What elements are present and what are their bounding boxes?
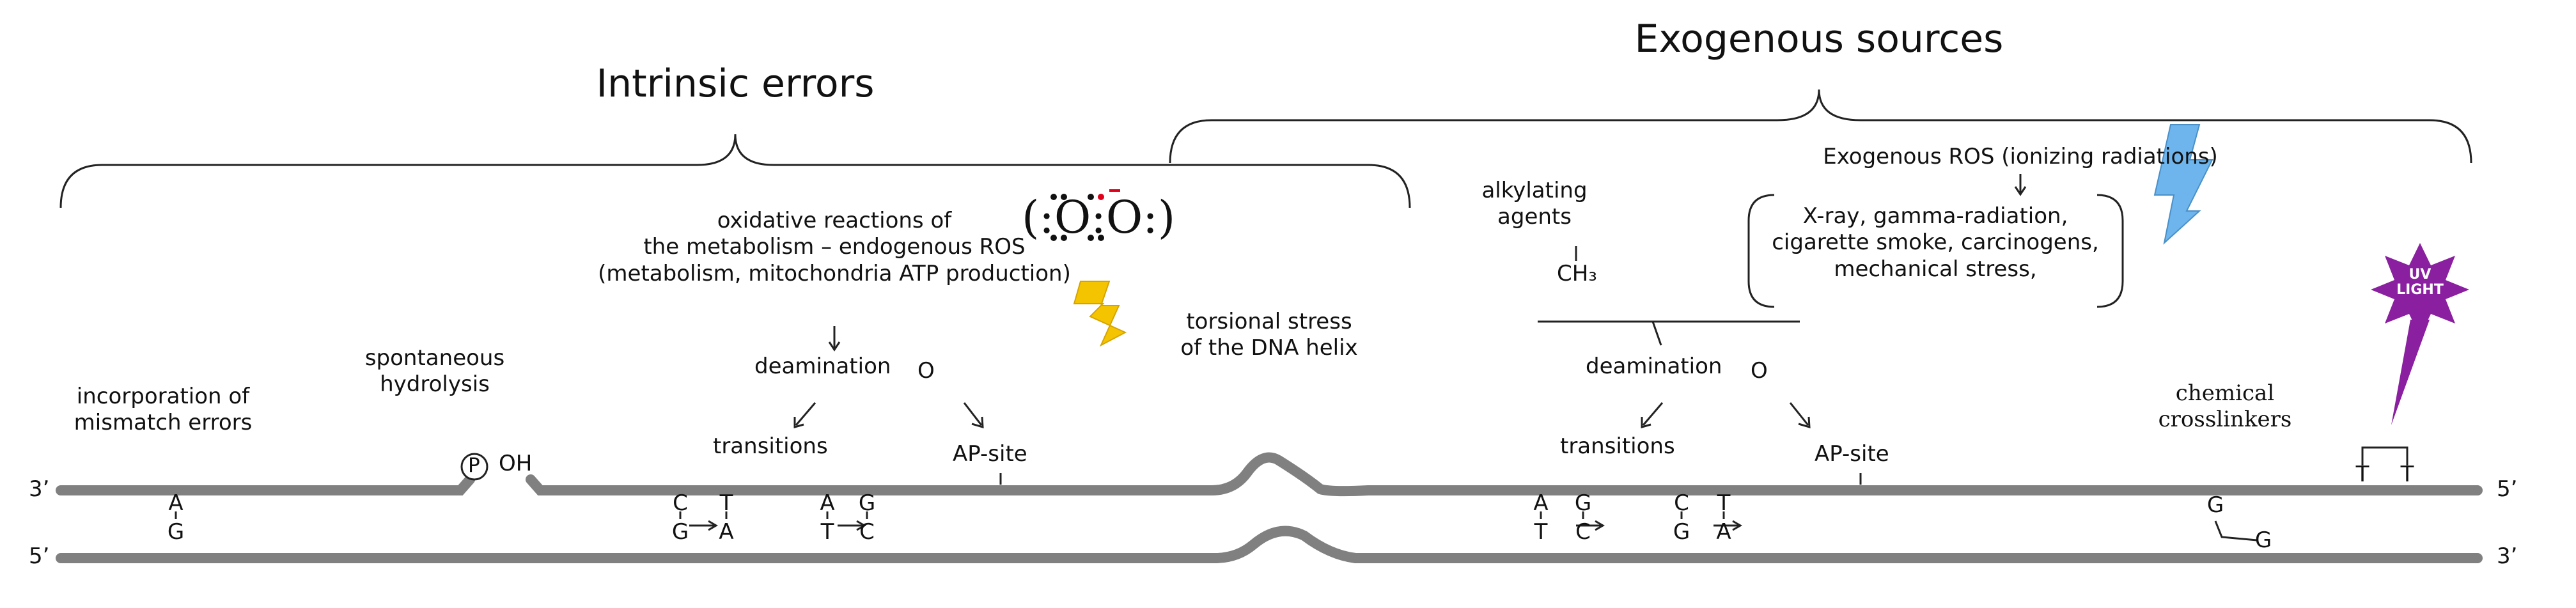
label-uv-line2: LIGHT [2396,282,2444,299]
label-oxidative-line2: the metabolism – endogenous ROS [643,234,1026,260]
crosslink-bond [2214,520,2258,542]
base-transition-r-a-4: A [1716,519,1731,545]
strand-bottom-right-end: 3’ [2497,543,2518,569]
label-uv-line1: UV [2408,267,2432,283]
base-transition-r-a-2: G [1673,519,1690,545]
label-oxidative-line1: oxidative reactions of [717,208,952,233]
label-oxygen-left: O [917,358,935,384]
base-bonds [175,511,1725,519]
exo-list-bracket [1747,194,2124,308]
label-oxidative-line3: (metabolism, mitochondria ATP production… [598,260,1071,286]
arrows [689,174,2027,531]
base-dimer-right: T [2400,462,2414,487]
base-dimer-left: T [2355,462,2369,487]
heading-exogenous-sources: Exogenous sources [1634,17,2004,61]
base-transition-r-a-3: T [1717,490,1731,516]
base-transition-a-1: C [673,490,688,516]
alkylation-bar-stem [1651,321,1662,346]
dna-strand-bottom [56,526,2483,563]
base-transition-b-1: A [820,490,835,516]
lightning-bolt-yellow [1073,281,1127,347]
label-exogenous-list: X-ray, gamma-radiation, cigarette smoke,… [1772,203,2099,283]
base-transition-r-a-1: C [1674,490,1689,516]
base-crosslink-bottom: G [2254,527,2272,553]
label-transitions-left: transitions [713,433,828,459]
label-uv-light: UV LIGHT [2396,267,2444,298]
uv-light-star [2371,243,2469,336]
label-alkylating-line1: alkylating [1481,178,1588,203]
heading-intrinsic-errors: Intrinsic errors [596,61,875,106]
label-torsional-line2: of the DNA helix [1180,335,1358,361]
label-alkylating-line2: agents [1497,204,1572,230]
label-deamination-right: deamination [1586,354,1722,379]
base-mismatch-top: A [168,490,183,516]
base-transition-a-2: G [671,519,689,545]
base-transition-a-4: A [719,519,734,545]
label-oxidative-reactions: oxidative reactions of the metabolism – … [598,208,1071,287]
base-mismatch-bottom: G [167,519,185,545]
label-deamination-left: deamination [754,354,891,379]
label-mismatch-line1: incorporation of [76,384,250,409]
dna-strand-top [56,452,2483,497]
label-alkylating-agents: alkylating agents [1481,178,1587,231]
base-transition-r-b-4: C [1575,519,1591,545]
label-mismatch: incorporation of mismatch errors [74,384,253,437]
label-exo-list-line1: X-ray, gamma-radiation, [1802,203,2068,229]
base-crosslink-top: G [2206,492,2224,518]
label-ap-site-left: AP-site [953,441,1027,467]
label-hydrolysis-line1: spontaneous [364,345,505,371]
base-transition-r-b-3: G [1574,490,1592,516]
label-phosphate: P [468,454,480,477]
thymine-dimer-bracket [2361,446,2408,465]
label-hydroxyl: OH [499,451,533,476]
label-torsional-stress: torsional stress of the DNA helix [1180,309,1357,362]
strand-bottom-left-end: 5’ [29,543,50,569]
base-transition-b-3: G [858,490,876,516]
phosphate-circle [460,453,488,481]
superoxide-electrons [1050,189,1120,241]
base-transition-r-b-2: T [1534,519,1548,545]
uv-light-ray [2391,320,2430,425]
label-torsional-line1: torsional stress [1186,309,1352,334]
label-chemical-crosslinkers: chemical crosslinkers [2158,380,2292,433]
label-crosslinkers-line2: crosslinkers [2158,407,2292,433]
label-hydrolysis: spontaneous hydrolysis [365,345,504,398]
base-transition-b-4: C [859,519,875,545]
brace-exogenous [1169,89,2472,164]
base-transition-b-2: T [820,519,834,545]
lightning-bolt-blue [2153,124,2213,245]
label-mismatch-line2: mismatch errors [74,410,253,436]
label-exo-list-line3: mechanical stress, [1834,256,2037,282]
label-exo-list-line2: cigarette smoke, carcinogens, [1772,230,2099,256]
label-ap-site-right: AP-site [1815,441,1889,467]
label-superoxide: (:O:O:) [1022,191,1176,244]
label-oxygen-right: O [1751,358,1768,384]
strand-top-left-end: 3’ [29,476,50,502]
label-hydrolysis-line2: hydrolysis [380,371,490,398]
label-transitions-right: transitions [1560,433,1675,459]
brace-intrinsic [59,134,1411,208]
label-crosslinkers-line1: chemical [2175,380,2275,406]
strand-top-right-end: 5’ [2497,476,2518,502]
label-exogenous-ros: Exogenous ROS (ionizing radiations) [1823,144,2218,169]
base-transition-a-3: T [719,490,733,516]
label-methyl: CH₃ [1557,261,1597,286]
base-transition-r-b-1: A [1533,490,1549,516]
